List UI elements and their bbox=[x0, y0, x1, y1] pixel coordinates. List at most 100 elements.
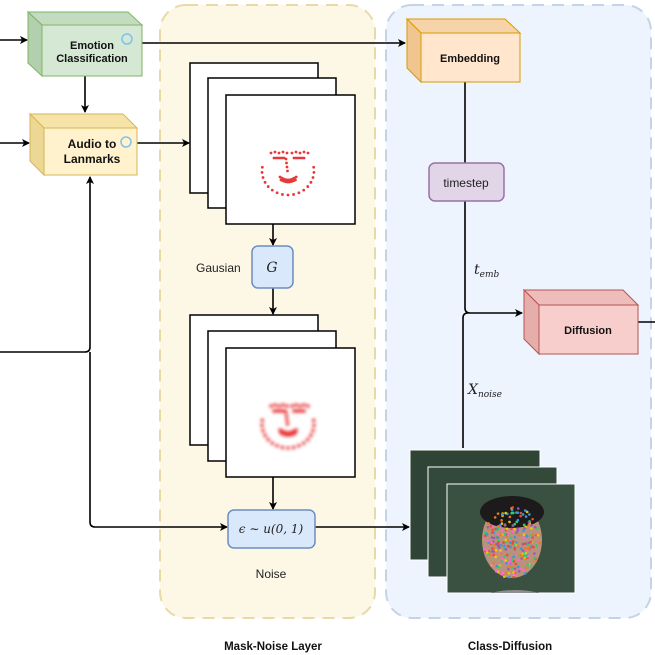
noise-dot bbox=[511, 530, 515, 533]
noise-dot bbox=[507, 565, 510, 569]
noise-dot bbox=[503, 544, 506, 548]
noise-dot bbox=[514, 562, 518, 566]
landmark-dot bbox=[285, 165, 289, 169]
landmark-dot bbox=[285, 422, 290, 426]
landmark-dot bbox=[260, 423, 264, 428]
landmark-dot bbox=[292, 193, 295, 196]
noise-dot bbox=[507, 567, 510, 571]
noise-dot bbox=[489, 553, 493, 557]
noise-dot bbox=[486, 539, 489, 543]
noise-dot bbox=[503, 555, 506, 558]
noise-dot bbox=[512, 543, 516, 547]
noise-dot bbox=[486, 553, 490, 556]
noise-dot bbox=[509, 536, 513, 540]
noise-dot bbox=[504, 538, 508, 542]
noise-dot bbox=[515, 531, 518, 535]
noise-dot bbox=[516, 527, 520, 530]
noise-dot bbox=[500, 528, 504, 531]
landmark-dot bbox=[302, 150, 306, 154]
noise-dot bbox=[533, 525, 537, 529]
timestep-to-diffusion-arrow bbox=[464, 201, 523, 317]
noise-dots bbox=[483, 506, 541, 579]
landmark-dot bbox=[286, 446, 290, 450]
landmark-dot bbox=[285, 418, 289, 422]
noise-dot bbox=[517, 569, 521, 573]
noise-dot bbox=[527, 523, 530, 527]
noise-dot bbox=[505, 571, 508, 575]
landmark-dot bbox=[306, 151, 310, 155]
noise-dot bbox=[531, 533, 535, 537]
noise-dot bbox=[533, 556, 537, 560]
landmark-dot bbox=[260, 171, 264, 174]
landmark-dot bbox=[302, 156, 306, 160]
landmark-dot bbox=[294, 150, 298, 154]
landmark-dot bbox=[277, 151, 281, 155]
landmark-dot bbox=[272, 156, 276, 160]
landmark-dot bbox=[263, 180, 267, 184]
noise-dot bbox=[519, 567, 523, 571]
noise-dot bbox=[496, 512, 500, 515]
landmark-dot bbox=[285, 404, 289, 408]
landmark-dot bbox=[292, 156, 296, 160]
noise-dot bbox=[536, 527, 539, 531]
landmark-dots bbox=[260, 150, 316, 197]
diffusion-node: Diffusion bbox=[522, 288, 640, 356]
mask-noise-title: Mask-Noise Layer bbox=[224, 641, 322, 653]
landmark-dot bbox=[297, 191, 301, 195]
diffusion-label: Diffusion bbox=[564, 325, 612, 337]
noise-dot bbox=[512, 560, 516, 563]
noise-dot bbox=[505, 553, 509, 557]
noise-dot bbox=[515, 520, 519, 524]
noise-dot bbox=[504, 511, 507, 515]
noise-dot bbox=[492, 536, 496, 540]
noise-dot bbox=[518, 533, 521, 537]
noise-dot bbox=[523, 547, 527, 550]
landmark-dot bbox=[311, 176, 315, 179]
noise-dot bbox=[512, 555, 515, 559]
noise-dot bbox=[500, 559, 504, 563]
noise-dot bbox=[524, 552, 528, 555]
noise-dot bbox=[531, 545, 534, 549]
landmark-dot bbox=[282, 409, 286, 413]
noise-dot bbox=[516, 565, 520, 569]
noise-dot bbox=[506, 544, 510, 548]
landmark-dot bbox=[277, 404, 281, 408]
landmark-dot bbox=[298, 151, 302, 155]
noise-dot bbox=[523, 509, 527, 512]
noise-dot bbox=[504, 559, 507, 562]
noise-dot bbox=[523, 527, 526, 530]
noise-dot bbox=[530, 527, 533, 530]
noise-dot bbox=[510, 527, 513, 531]
noise-dot bbox=[496, 536, 499, 539]
noise-dot bbox=[527, 554, 530, 558]
noise-dot bbox=[510, 511, 513, 515]
noise-dot bbox=[501, 570, 504, 574]
noise-dot bbox=[522, 533, 526, 537]
noise-dot bbox=[496, 525, 500, 528]
landmark-dot bbox=[269, 151, 273, 155]
noise-dot bbox=[524, 572, 527, 575]
landmark-dot bbox=[261, 428, 265, 433]
noise-dot bbox=[521, 513, 525, 516]
noise-node: ϵ ∼ u(0, 1) Noise bbox=[227, 509, 316, 581]
noise-dot bbox=[529, 540, 533, 544]
noise-dot bbox=[511, 524, 515, 527]
noise-dot bbox=[513, 546, 516, 550]
noise-dot bbox=[514, 541, 518, 544]
noise-dot bbox=[530, 524, 533, 527]
noise-dot bbox=[491, 564, 494, 568]
timestep-node: timestep bbox=[428, 162, 505, 202]
noise-dot bbox=[490, 541, 493, 544]
noise-dot bbox=[502, 541, 505, 544]
noise-dot bbox=[497, 538, 500, 542]
noise-dot bbox=[531, 517, 534, 521]
landmark-dot bbox=[293, 431, 298, 435]
landmark-dot bbox=[311, 428, 315, 433]
noise-dot bbox=[497, 565, 501, 569]
noise-dot bbox=[517, 545, 520, 548]
landmark-dot bbox=[266, 437, 271, 442]
noise-dot bbox=[516, 558, 520, 562]
noise-dot bbox=[507, 561, 511, 565]
noise-dot bbox=[524, 542, 528, 545]
noise-dot bbox=[492, 553, 496, 557]
